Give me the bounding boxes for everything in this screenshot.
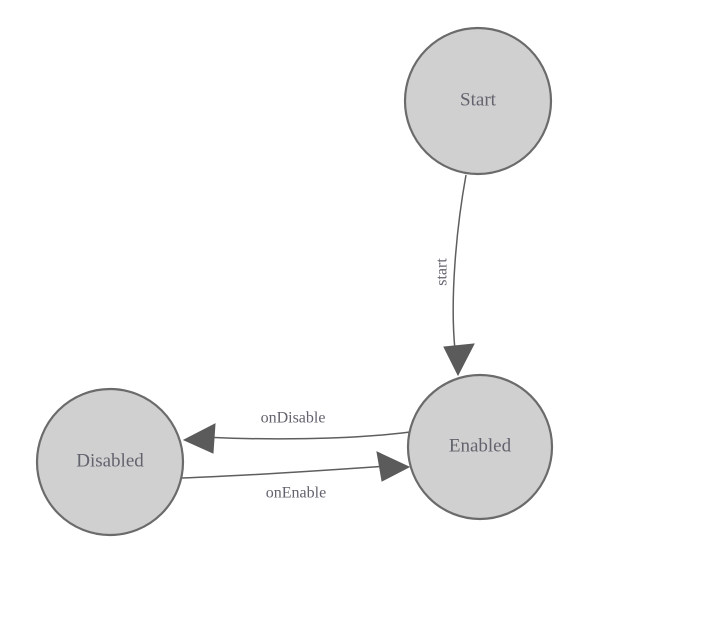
- node-disabled-circle: [35, 387, 185, 537]
- node-enabled-label: Enabled: [449, 435, 512, 456]
- node-disabled[interactable]: Disabled: [35, 387, 185, 537]
- edge-enabled-to-disabled-label: onDisable: [261, 410, 326, 427]
- edge-enabled-to-disabled[interactable]: onDisable: [182, 410, 411, 454]
- node-start-circle: [403, 26, 553, 176]
- edge-disabled-to-enabled-arrowhead: [376, 451, 411, 482]
- edge-disabled-to-enabled-path: [181, 465, 389, 479]
- node-start[interactable]: Start: [403, 26, 553, 176]
- edge-disabled-to-enabled[interactable]: onEnable: [181, 451, 411, 502]
- edge-disabled-to-enabled-label: onEnable: [266, 485, 326, 502]
- node-enabled-circle: [406, 373, 554, 521]
- node-disabled-label: Disabled: [76, 450, 144, 471]
- edge-start-to-enabled-path: [452, 174, 467, 351]
- edge-start-to-enabled[interactable]: start: [434, 174, 475, 377]
- node-enabled[interactable]: Enabled: [406, 373, 554, 521]
- edge-enabled-to-disabled-arrowhead: [182, 423, 216, 454]
- edge-start-to-enabled-arrowhead: [443, 343, 475, 377]
- edge-enabled-to-disabled-path: [201, 431, 411, 440]
- node-start-label: Start: [460, 89, 497, 110]
- edge-start-to-enabled-label: start: [434, 258, 451, 286]
